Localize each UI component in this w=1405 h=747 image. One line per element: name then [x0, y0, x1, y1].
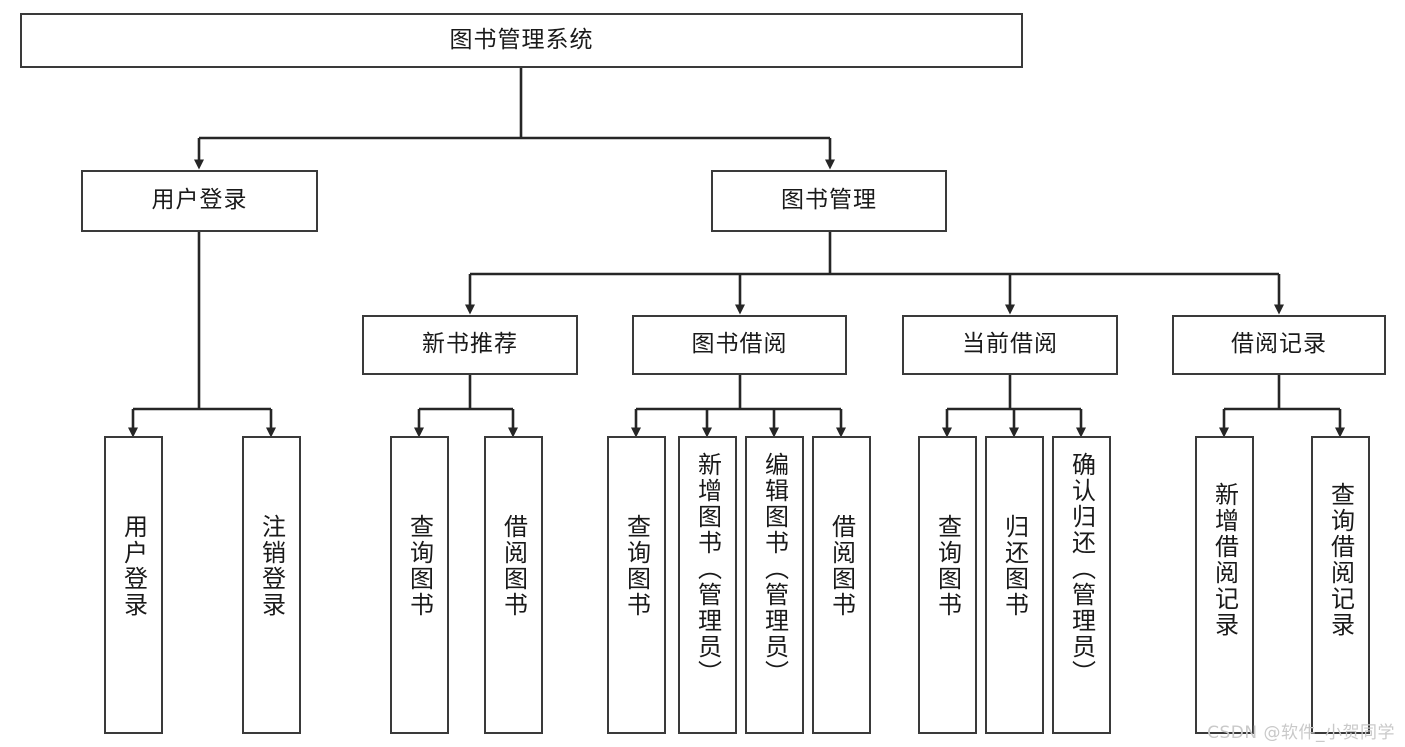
- leaf-logout[interactable]: 注销登录: [242, 436, 301, 734]
- watermark: CSDN @软件_小贺同学: [1207, 723, 1395, 743]
- leaf-edit-book-admin[interactable]: 编辑图书（管理员）: [745, 436, 804, 734]
- node-label: 借阅记录: [1231, 331, 1327, 358]
- leaf-add-book-admin[interactable]: 新增图书（管理员）: [678, 436, 737, 734]
- node-root-system[interactable]: 图书管理系统: [20, 13, 1023, 68]
- leaf-borrow-book[interactable]: 借阅图书: [812, 436, 871, 734]
- node-label: 确认归还（管理员）: [1067, 452, 1096, 686]
- node-label: 查询图书: [933, 514, 962, 618]
- node-book-borrow[interactable]: 图书借阅: [632, 315, 847, 375]
- leaf-add-borrow-record[interactable]: 新增借阅记录: [1195, 436, 1254, 734]
- node-label: 查询借阅记录: [1326, 482, 1355, 638]
- node-label: 图书管理系统: [449, 26, 594, 53]
- node-new-book-recommend[interactable]: 新书推荐: [362, 315, 578, 375]
- node-current-borrow[interactable]: 当前借阅: [902, 315, 1118, 375]
- node-label: 注销登录: [257, 514, 286, 618]
- node-label: 图书借阅: [691, 331, 788, 358]
- leaf-query-book-borrow[interactable]: 查询图书: [607, 436, 666, 734]
- node-label: 用户登录: [151, 187, 248, 214]
- node-label: 编辑图书（管理员）: [760, 452, 789, 686]
- node-label: 当前借阅: [962, 331, 1058, 358]
- leaf-confirm-return-admin[interactable]: 确认归还（管理员）: [1052, 436, 1111, 734]
- node-label: 用户登录: [119, 514, 148, 618]
- node-borrow-record[interactable]: 借阅记录: [1172, 315, 1386, 375]
- node-label: 查询图书: [405, 514, 434, 618]
- leaf-query-borrow-record[interactable]: 查询借阅记录: [1311, 436, 1370, 734]
- node-label: 新增图书（管理员）: [693, 452, 722, 686]
- node-label: 借阅图书: [827, 514, 856, 618]
- node-label: 新增借阅记录: [1210, 482, 1239, 638]
- node-label: 借阅图书: [499, 514, 528, 618]
- leaf-user-login[interactable]: 用户登录: [104, 436, 163, 734]
- leaf-query-book-newbook[interactable]: 查询图书: [390, 436, 449, 734]
- node-label: 新书推荐: [422, 331, 518, 358]
- node-user-login[interactable]: 用户登录: [81, 170, 318, 232]
- leaf-return-book[interactable]: 归还图书: [985, 436, 1044, 734]
- leaf-query-book-current[interactable]: 查询图书: [918, 436, 977, 734]
- node-label: 归还图书: [1000, 514, 1029, 618]
- node-label: 图书管理: [781, 187, 877, 214]
- node-label: 查询图书: [622, 514, 651, 618]
- leaf-borrow-book-newbook[interactable]: 借阅图书: [484, 436, 543, 734]
- node-book-management[interactable]: 图书管理: [711, 170, 947, 232]
